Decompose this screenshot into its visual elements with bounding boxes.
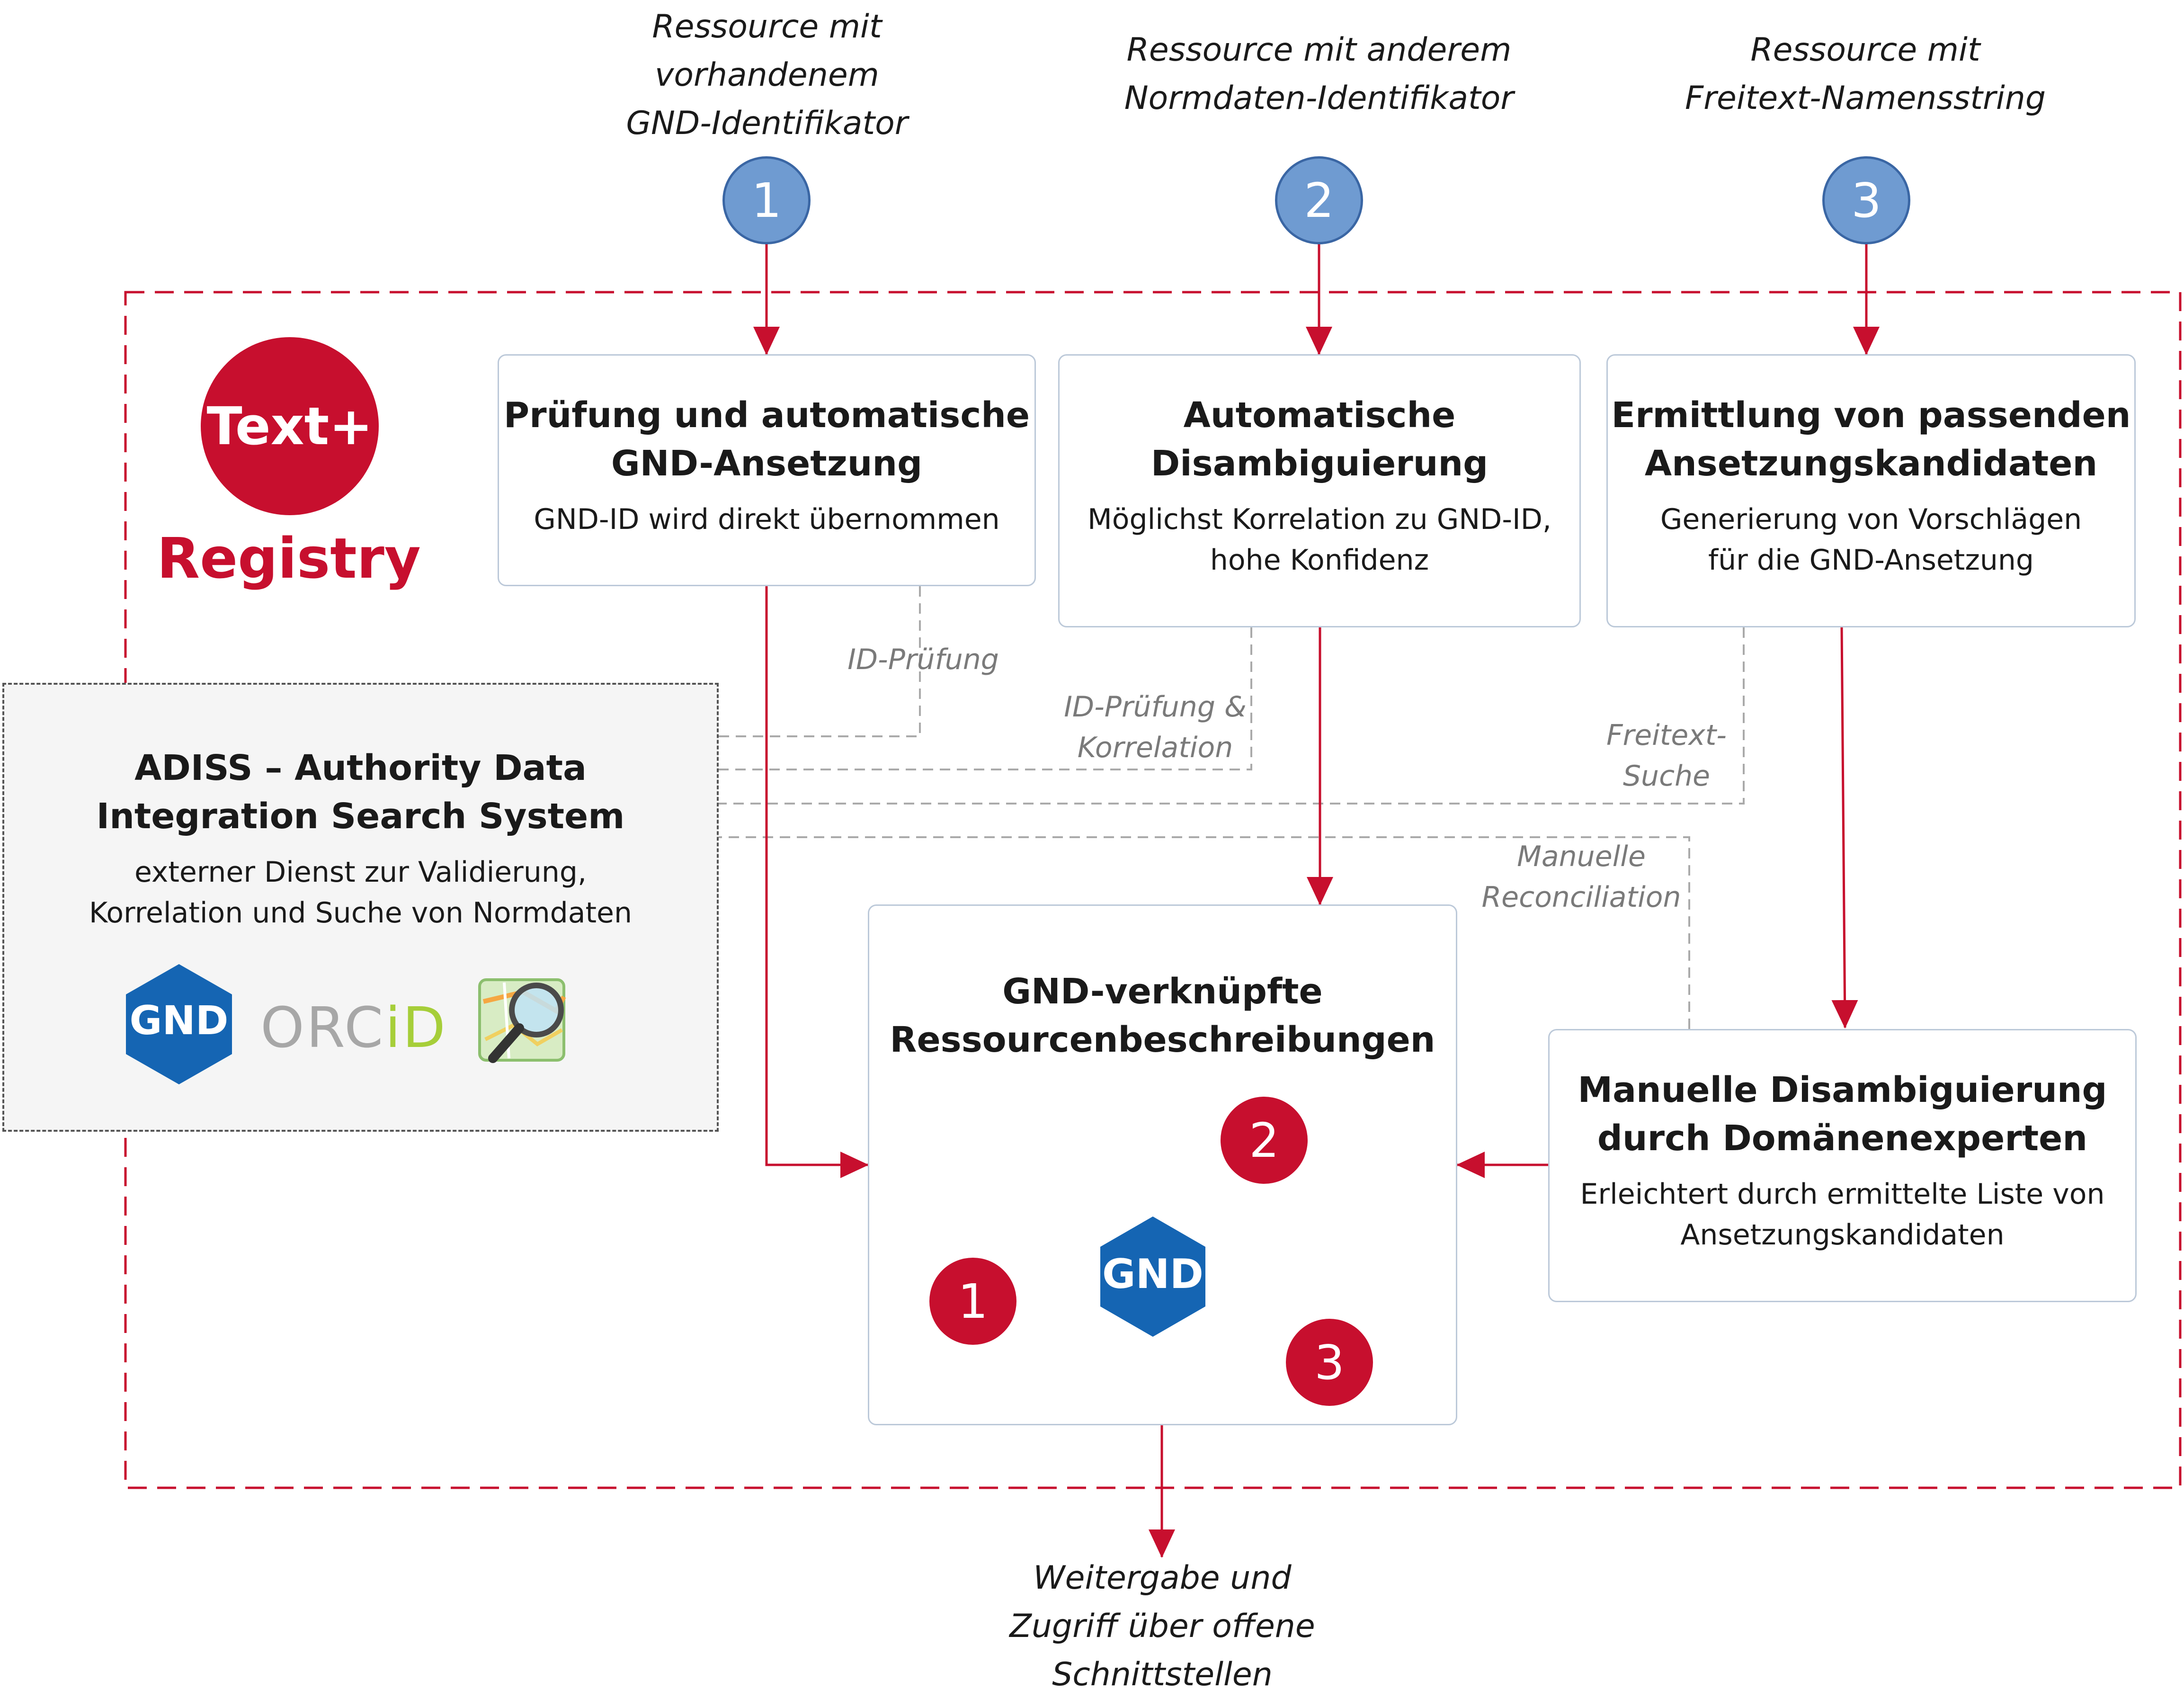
- manual-desc-line-2: Ansetzungskandidaten: [1680, 1218, 2005, 1252]
- label-id-check-line-1: ID-Prüfung: [847, 643, 999, 676]
- step-1-desc-line-1: GND-ID wird direkt übernommen: [534, 503, 1000, 536]
- service-links: [719, 586, 1745, 1029]
- gnd-logo-text: GND: [130, 997, 229, 1044]
- step-1-title-line-2: GND-Ansetzung: [611, 443, 923, 484]
- registry-label: Registry: [157, 526, 421, 591]
- label-manual-line-2: Reconciliation: [1481, 881, 1681, 914]
- label-manual-reconciliation: Manuelle Reconciliation: [1453, 836, 1709, 918]
- input-label-2: Ressource mit anderem Normdaten-Identifi…: [1059, 26, 1579, 123]
- manual-desc: Erleichtert durch ermittelte Liste von A…: [1550, 1174, 2135, 1255]
- network-node-2: 2: [1221, 1097, 1308, 1184]
- label-id-correlation-line-1: ID-Prüfung &: [1064, 690, 1247, 724]
- input-badge-2: 2: [1275, 156, 1363, 244]
- input-1-line-1: Ressource mit: [652, 8, 882, 45]
- output-line-2: Zugriff über offene: [1009, 1608, 1315, 1645]
- adiss-desc-line-2: Korrelation und Suche von Normdaten: [89, 896, 632, 930]
- step-2-desc: Möglichst Korrelation zu GND-ID, hohe Ko…: [1060, 499, 1579, 581]
- step-1-title-line-1: Prüfung und automatische: [503, 395, 1030, 436]
- input-1-line-3: GND-Identifikator: [626, 105, 908, 142]
- label-freetext-line-2: Suche: [1622, 760, 1711, 793]
- step-box-1: Prüfung und automatische GND-Ansetzung G…: [498, 354, 1036, 586]
- input-badge-1: 1: [722, 156, 811, 244]
- adiss-box: ADISS – Authority Data Integration Searc…: [2, 683, 719, 1132]
- manual-title-line-2: durch Domänenexperten: [1597, 1118, 2088, 1159]
- step-3-desc-line-2: für die GND-Ansetzung: [1708, 544, 2034, 577]
- label-manual-line-1: Manuelle: [1517, 840, 1646, 873]
- gnd-hub: GND: [1100, 1216, 1205, 1337]
- manual-title-line-1: Manuelle Disambiguierung: [1578, 1070, 2107, 1110]
- gnd-hub-text: GND: [1102, 1251, 1203, 1298]
- orcid-logo-id: iD: [385, 995, 448, 1060]
- step-1-title: Prüfung und automatische GND-Ansetzung: [499, 391, 1034, 488]
- step-2-title-line-1: Automatische: [1183, 395, 1456, 436]
- input-badge-3: 3: [1822, 156, 1910, 244]
- network-node-1: 1: [929, 1258, 1016, 1345]
- step-3-title-line-1: Ermittlung von passenden: [1611, 395, 2131, 436]
- step-3-desc-line-1: Generierung von Vorschlägen: [1660, 503, 2082, 536]
- gnd-logo: GND: [126, 964, 232, 1084]
- step-box-2: Automatische Disambiguierung Möglichst K…: [1058, 354, 1581, 627]
- label-freetext: Freitext- Suche: [1577, 715, 1756, 796]
- output-line-1: Weitergabe und: [1033, 1559, 1292, 1597]
- step-box-3: Ermittlung von passenden Ansetzungskandi…: [1606, 354, 2136, 627]
- input-2-line-2: Normdaten-Identifikator: [1124, 80, 1514, 117]
- label-id-check: ID-Prüfung: [805, 639, 1042, 680]
- label-id-correlation-line-2: Korrelation: [1077, 731, 1233, 764]
- adiss-title-line-1: ADISS – Authority Data: [134, 748, 587, 788]
- input-2-line-1: Ressource mit anderem: [1126, 31, 1512, 69]
- step-2-title-line-2: Disambiguierung: [1150, 443, 1489, 484]
- step-2-title: Automatische Disambiguierung: [1060, 391, 1579, 488]
- flow-arrows: [753, 244, 1880, 1558]
- output-line-3: Schnittstellen: [1052, 1656, 1273, 1693]
- openstreetmap-search-icon: [478, 978, 566, 1063]
- manual-box: Manuelle Disambiguierung durch Domänenex…: [1548, 1029, 2137, 1302]
- manual-title: Manuelle Disambiguierung durch Domänenex…: [1550, 1066, 2135, 1162]
- adiss-desc-line-1: externer Dienst zur Validierung,: [134, 856, 587, 889]
- label-id-correlation: ID-Prüfung & Korrelation: [1032, 687, 1278, 768]
- center-title: GND-verknüpfte Ressourcenbeschreibungen: [869, 967, 1456, 1064]
- input-3-line-1: Ressource mit: [1750, 31, 1980, 69]
- step-2-desc-line-1: Möglichst Korrelation zu GND-ID,: [1088, 503, 1551, 536]
- input-1-line-2: vorhandenem: [655, 56, 879, 94]
- adiss-title-line-2: Integration Search System: [96, 796, 625, 837]
- center-title-line-1: GND-verknüpfte: [1002, 971, 1323, 1012]
- input-label-1: Ressource mit vorhandenem GND-Identifika…: [587, 3, 947, 148]
- textplus-logo: Text+: [201, 337, 379, 515]
- orcid-logo: ORCiD: [260, 994, 446, 1061]
- adiss-desc: externer Dienst zur Validierung, Korrela…: [4, 852, 717, 933]
- step-1-desc: GND-ID wird direkt übernommen: [499, 499, 1034, 540]
- step-2-desc-line-2: hohe Konfidenz: [1210, 544, 1429, 577]
- step-3-title-line-2: Ansetzungskandidaten: [1644, 443, 2098, 484]
- output-label: Weitergabe und Zugriff über offene Schni…: [937, 1554, 1387, 1699]
- network-node-3: 3: [1286, 1319, 1373, 1406]
- center-title-line-2: Ressourcenbeschreibungen: [890, 1019, 1435, 1060]
- label-freetext-line-1: Freitext-: [1606, 719, 1727, 752]
- manual-desc-line-1: Erleichtert durch ermittelte Liste von: [1580, 1178, 2105, 1211]
- orcid-logo-text: ORC: [260, 995, 385, 1060]
- input-3-line-2: Freitext-Namensstring: [1685, 80, 2046, 117]
- adiss-title: ADISS – Authority Data Integration Searc…: [4, 744, 717, 841]
- step-3-title: Ermittlung von passenden Ansetzungskandi…: [1608, 391, 2134, 488]
- input-label-3: Ressource mit Freitext-Namensstring: [1629, 26, 2102, 123]
- step-3-desc: Generierung von Vorschlägen für die GND-…: [1608, 499, 2134, 581]
